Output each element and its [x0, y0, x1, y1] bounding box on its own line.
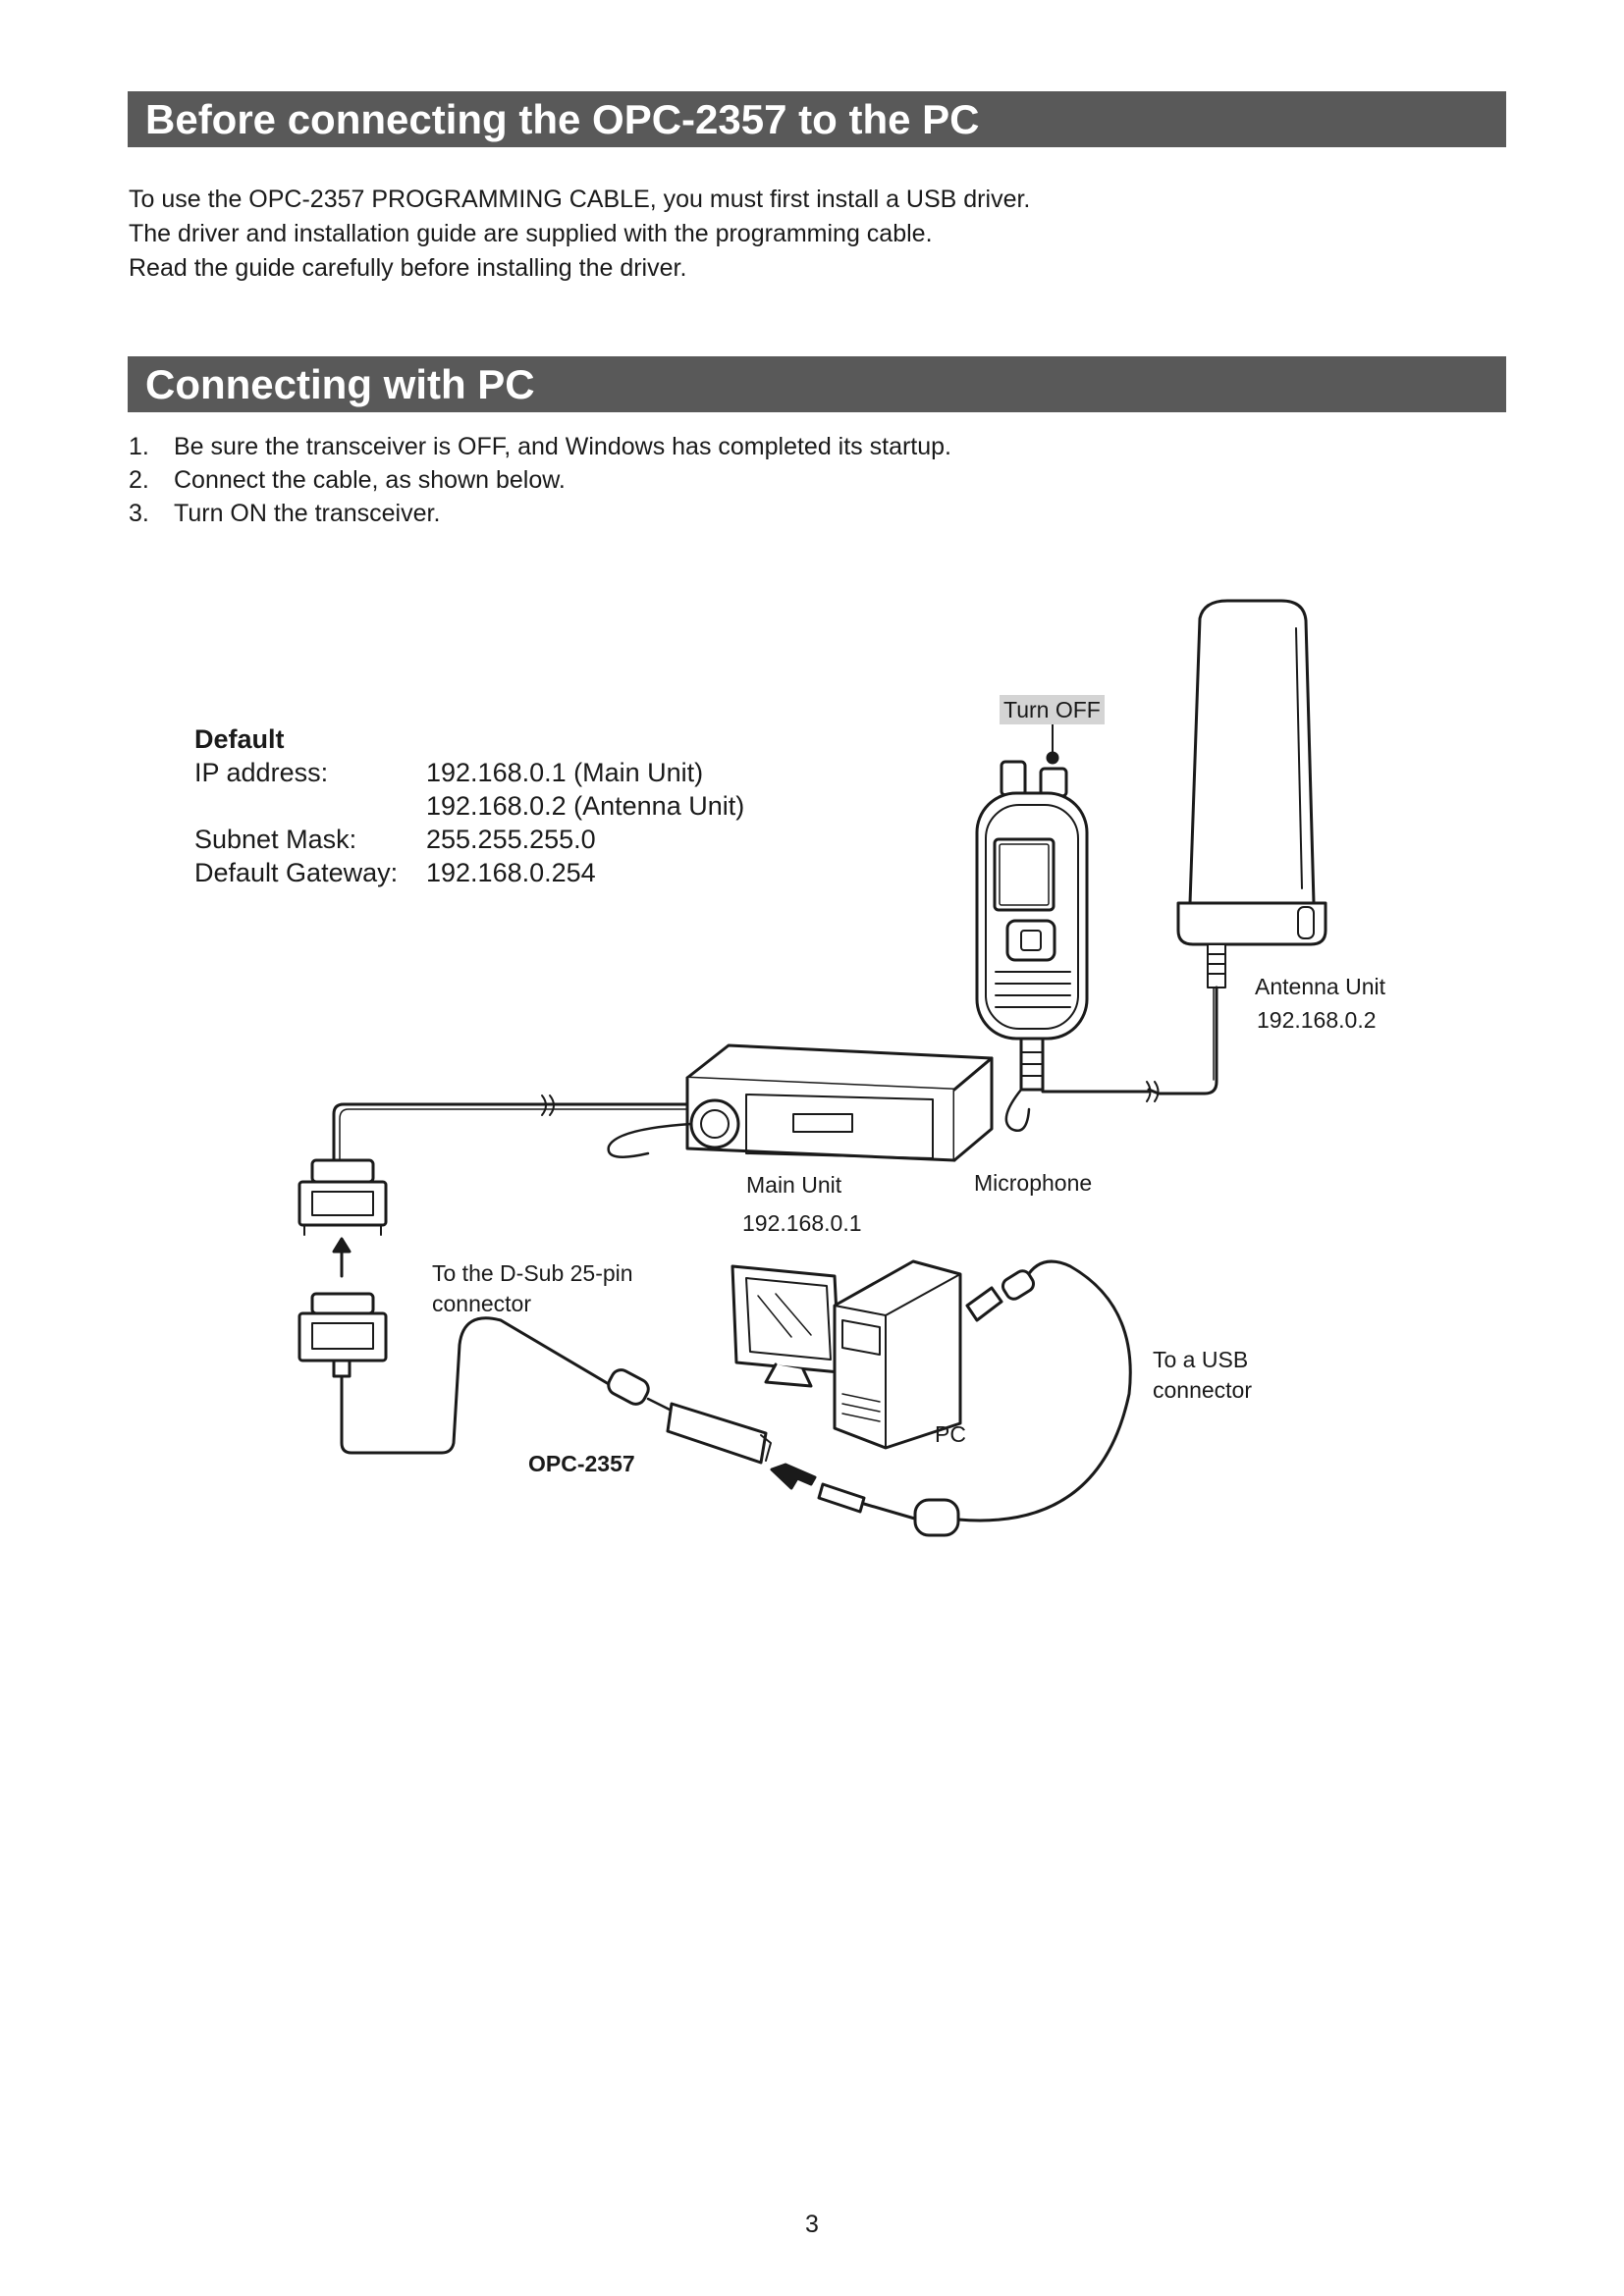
usb-cable-illustration: [817, 1259, 1132, 1537]
opc-2357-cable-illustration: [607, 1368, 772, 1465]
step-item: 2.Connect the cable, as shown below.: [129, 466, 566, 494]
page-number: 3: [805, 2211, 819, 2238]
section-title-before-connecting: Before connecting the OPC-2357 to the PC: [128, 91, 1506, 147]
defaults-table: IP address:192.168.0.1 (Main Unit) 192.1…: [194, 756, 744, 889]
steps-list: 1.Be sure the transceiver is OFF, and Wi…: [129, 430, 951, 530]
defaults-row: IP address:192.168.0.1 (Main Unit): [194, 758, 704, 787]
pc-label: PC: [935, 1421, 966, 1447]
intro-paragraph: To use the OPC-2357 PROGRAMMING CABLE, y…: [129, 183, 1030, 286]
antenna-unit-ip: 192.168.0.2: [1257, 1007, 1377, 1033]
main-unit-label: Main Unit: [746, 1172, 842, 1198]
antenna-unit-illustration: [1041, 599, 1327, 1102]
antenna-unit-label: Antenna Unit: [1255, 974, 1385, 999]
opc-2357-label: OPC-2357: [528, 1451, 635, 1476]
intro-line-3: Read the guide carefully before installi…: [129, 254, 687, 282]
intro-line-2: The driver and installation guide are su…: [129, 220, 933, 247]
dsub-connector-top: [298, 1158, 388, 1236]
section-title-connecting-with-pc: Connecting with PC: [128, 356, 1506, 412]
dsub-connector-bottom: [298, 1292, 611, 1455]
step-item: 1.Be sure the transceiver is OFF, and Wi…: [129, 433, 952, 460]
pc-illustration: [731, 1259, 962, 1450]
dsub-label-line1: To the D-Sub 25-pin: [432, 1260, 633, 1286]
main-unit-ip: 192.168.0.1: [742, 1210, 862, 1236]
default-network-settings: Default IP address:192.168.0.1 (Main Uni…: [194, 722, 744, 889]
microphone-label: Microphone: [974, 1170, 1093, 1196]
microphone-illustration: [975, 721, 1089, 1132]
defaults-row: Subnet Mask:255.255.255.0: [194, 825, 596, 854]
usb-label-line1: To a USB: [1153, 1347, 1249, 1372]
defaults-row: 192.168.0.2 (Antenna Unit): [426, 791, 745, 821]
defaults-row: Default Gateway:192.168.0.254: [194, 858, 596, 887]
step-item: 3.Turn ON the transceiver.: [129, 500, 441, 527]
defaults-heading: Default: [194, 724, 285, 754]
turn-off-label: Turn OFF: [1000, 695, 1105, 724]
main-unit-illustration: [332, 1043, 994, 1162]
dsub-label-line2: connector: [432, 1291, 532, 1316]
usb-label-line2: connector: [1153, 1377, 1253, 1403]
intro-line-1: To use the OPC-2357 PROGRAMMING CABLE, y…: [129, 186, 1031, 213]
